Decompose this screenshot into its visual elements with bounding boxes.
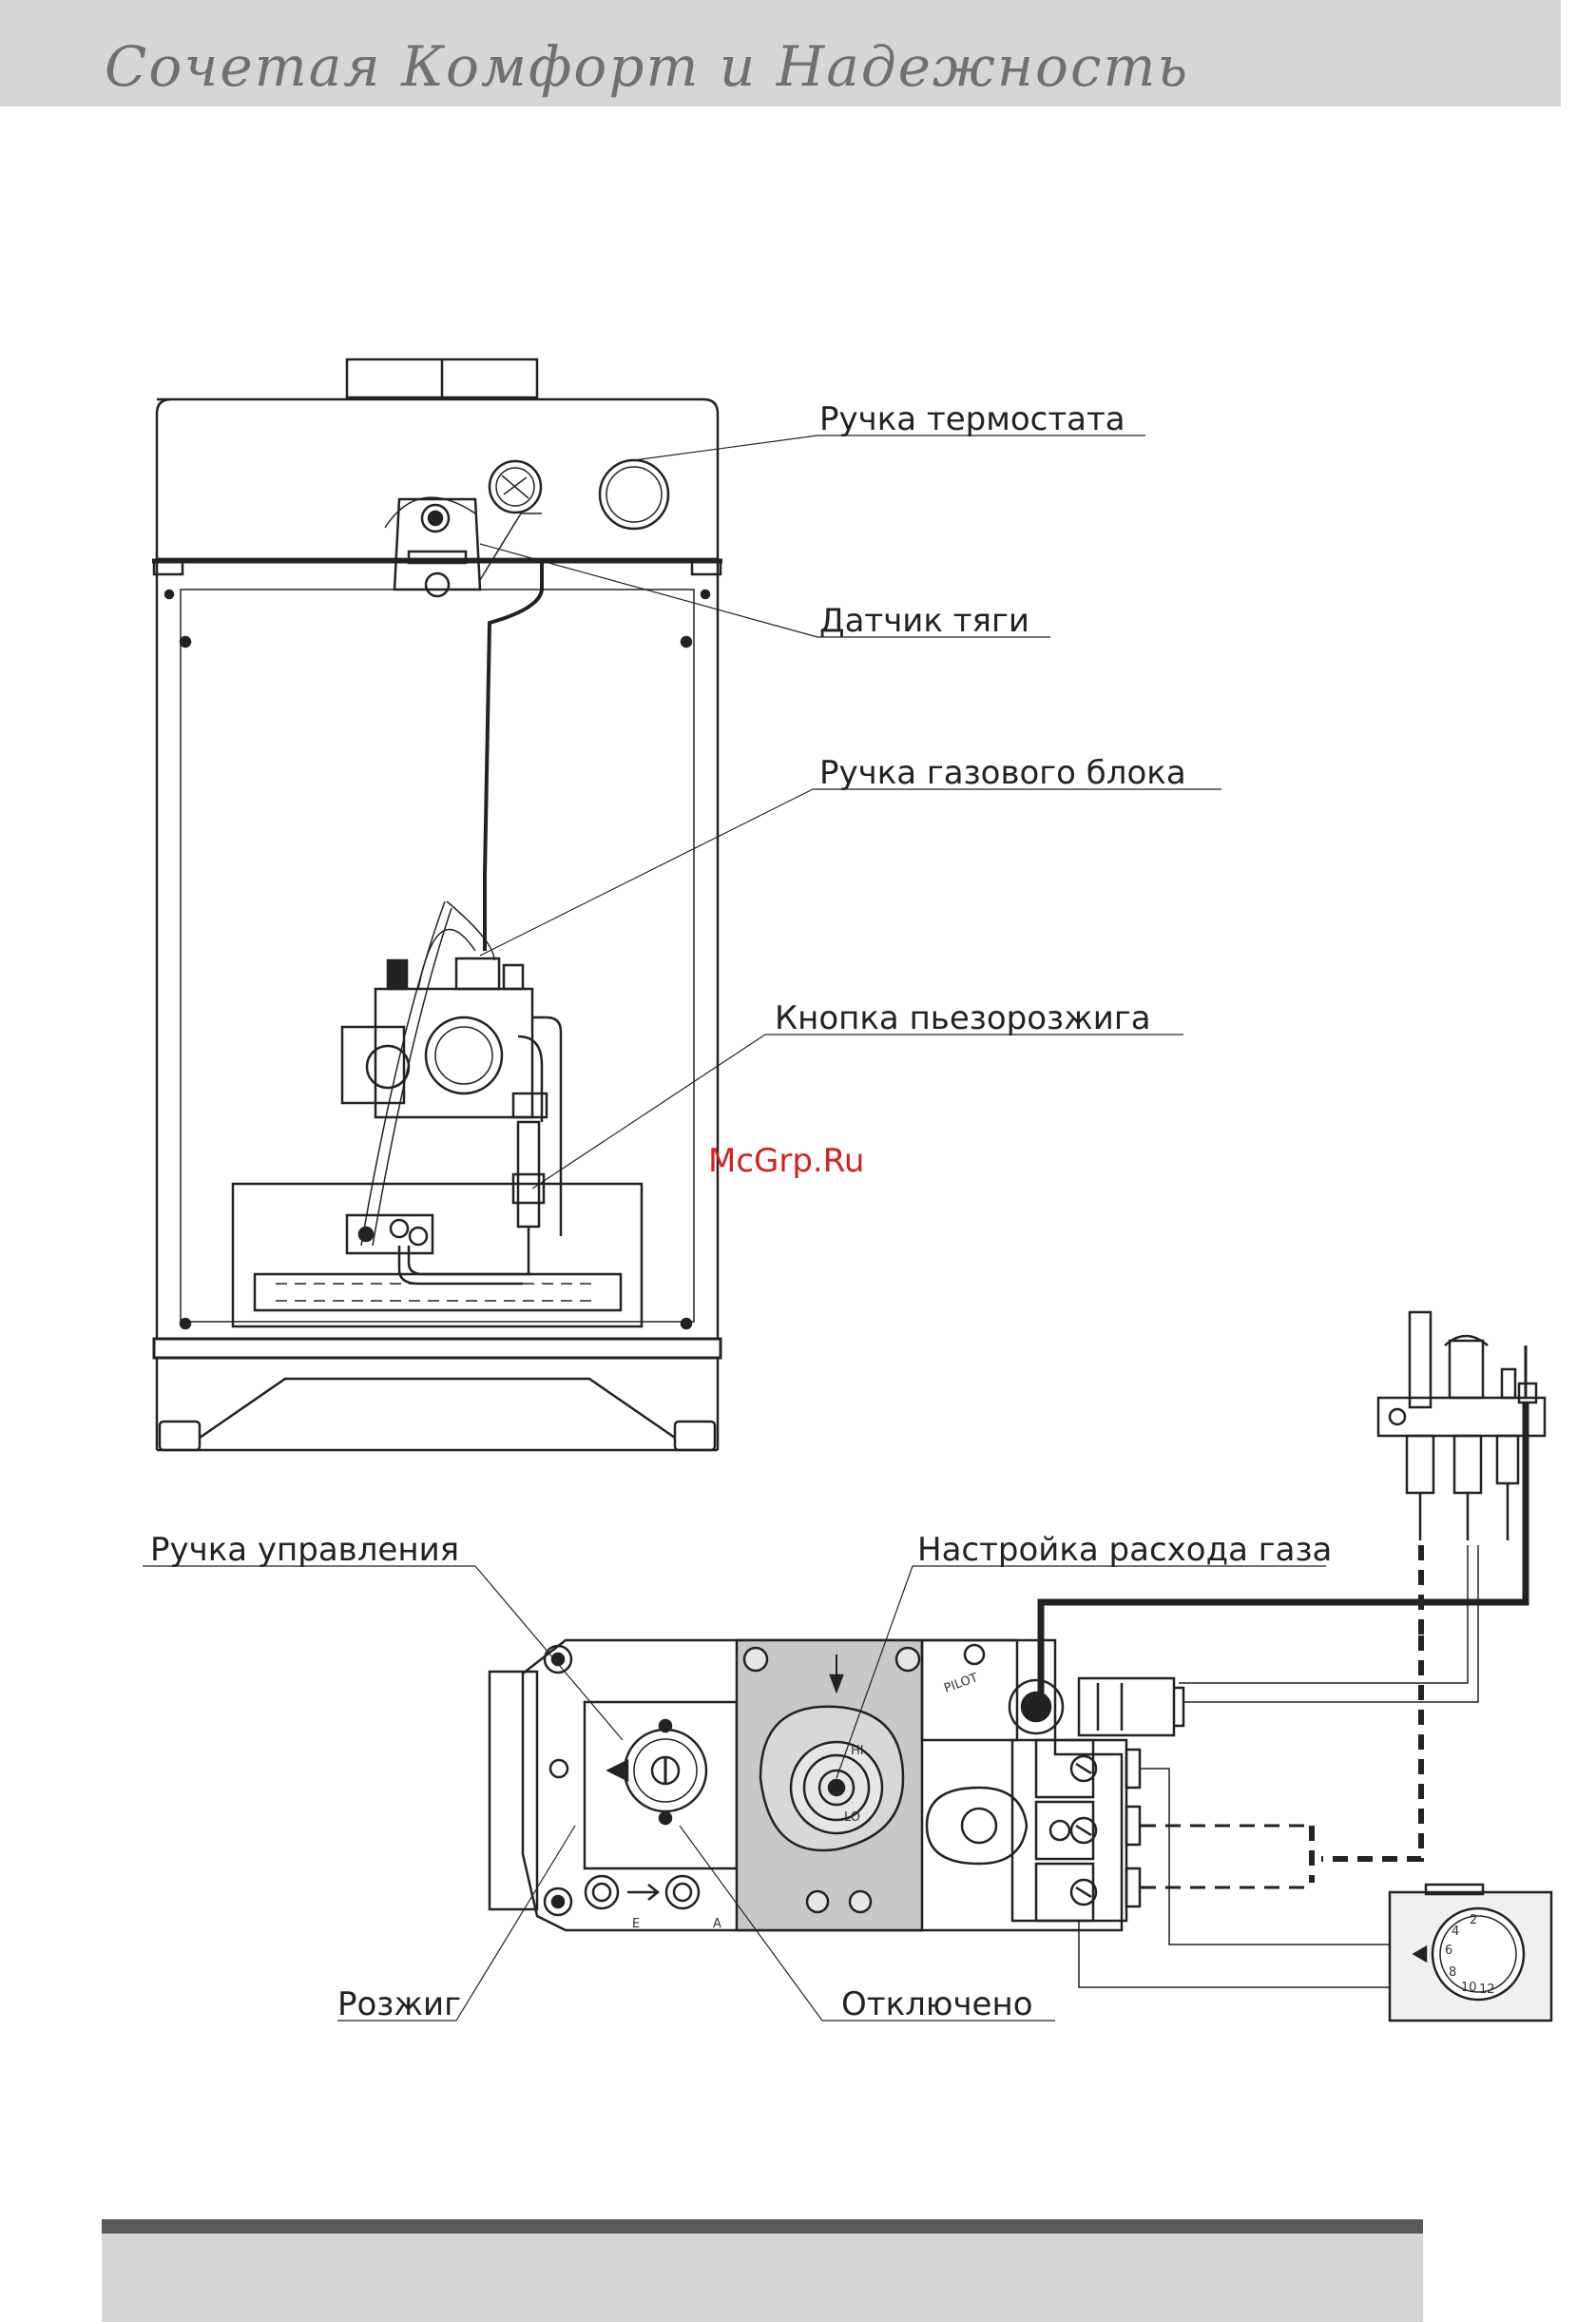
port-e-marking: E bbox=[632, 1917, 640, 1931]
gas-valve-small-icon bbox=[342, 901, 561, 1236]
label-ignition: Розжиг bbox=[337, 1985, 461, 2023]
pilot-marking: PILOT bbox=[942, 1671, 980, 1696]
label-gas-flow-setting: Настройка расхода газа bbox=[917, 1531, 1332, 1569]
thermometer-icon bbox=[490, 461, 541, 513]
dial-number: 10 bbox=[1461, 1981, 1477, 1995]
room-thermostat-icon bbox=[1390, 1885, 1551, 2021]
dial-number: 8 bbox=[1449, 1965, 1456, 1980]
piezo-igniter-icon bbox=[513, 1122, 544, 1265]
leader-lines-lower bbox=[143, 1566, 1326, 2021]
dial-number: 6 bbox=[1445, 1944, 1452, 1958]
label-off: Отключено bbox=[841, 1985, 1033, 2023]
footer-band bbox=[102, 2234, 1423, 2322]
pilot-burner-icon bbox=[1378, 1312, 1545, 1540]
burner-icon bbox=[233, 1184, 642, 1326]
dial-number: 12 bbox=[1479, 1983, 1495, 1997]
label-thermostat-knob: Ручка термостата bbox=[819, 400, 1125, 438]
label-control-knob: Ручка управления bbox=[150, 1531, 459, 1569]
thermostat-knob-icon bbox=[600, 460, 668, 529]
hi-marking: HI bbox=[851, 1744, 864, 1758]
dial-number: 2 bbox=[1470, 1913, 1477, 1927]
label-piezo-button: Кнопка пьезорозжига bbox=[775, 999, 1151, 1037]
gas-valve-detail bbox=[490, 1640, 1183, 1930]
watermark: McGrp.Ru bbox=[708, 1142, 864, 1180]
lo-marking: LO bbox=[844, 1810, 860, 1825]
port-a-marking: A bbox=[713, 1917, 721, 1931]
footer-rule bbox=[102, 2219, 1423, 2234]
dial-number: 4 bbox=[1452, 1925, 1459, 1939]
label-gas-block-knob: Ручка газового блока bbox=[819, 754, 1186, 792]
leader-lines-upper bbox=[480, 435, 1221, 1189]
label-draft-sensor: Датчик тяги bbox=[819, 602, 1029, 640]
